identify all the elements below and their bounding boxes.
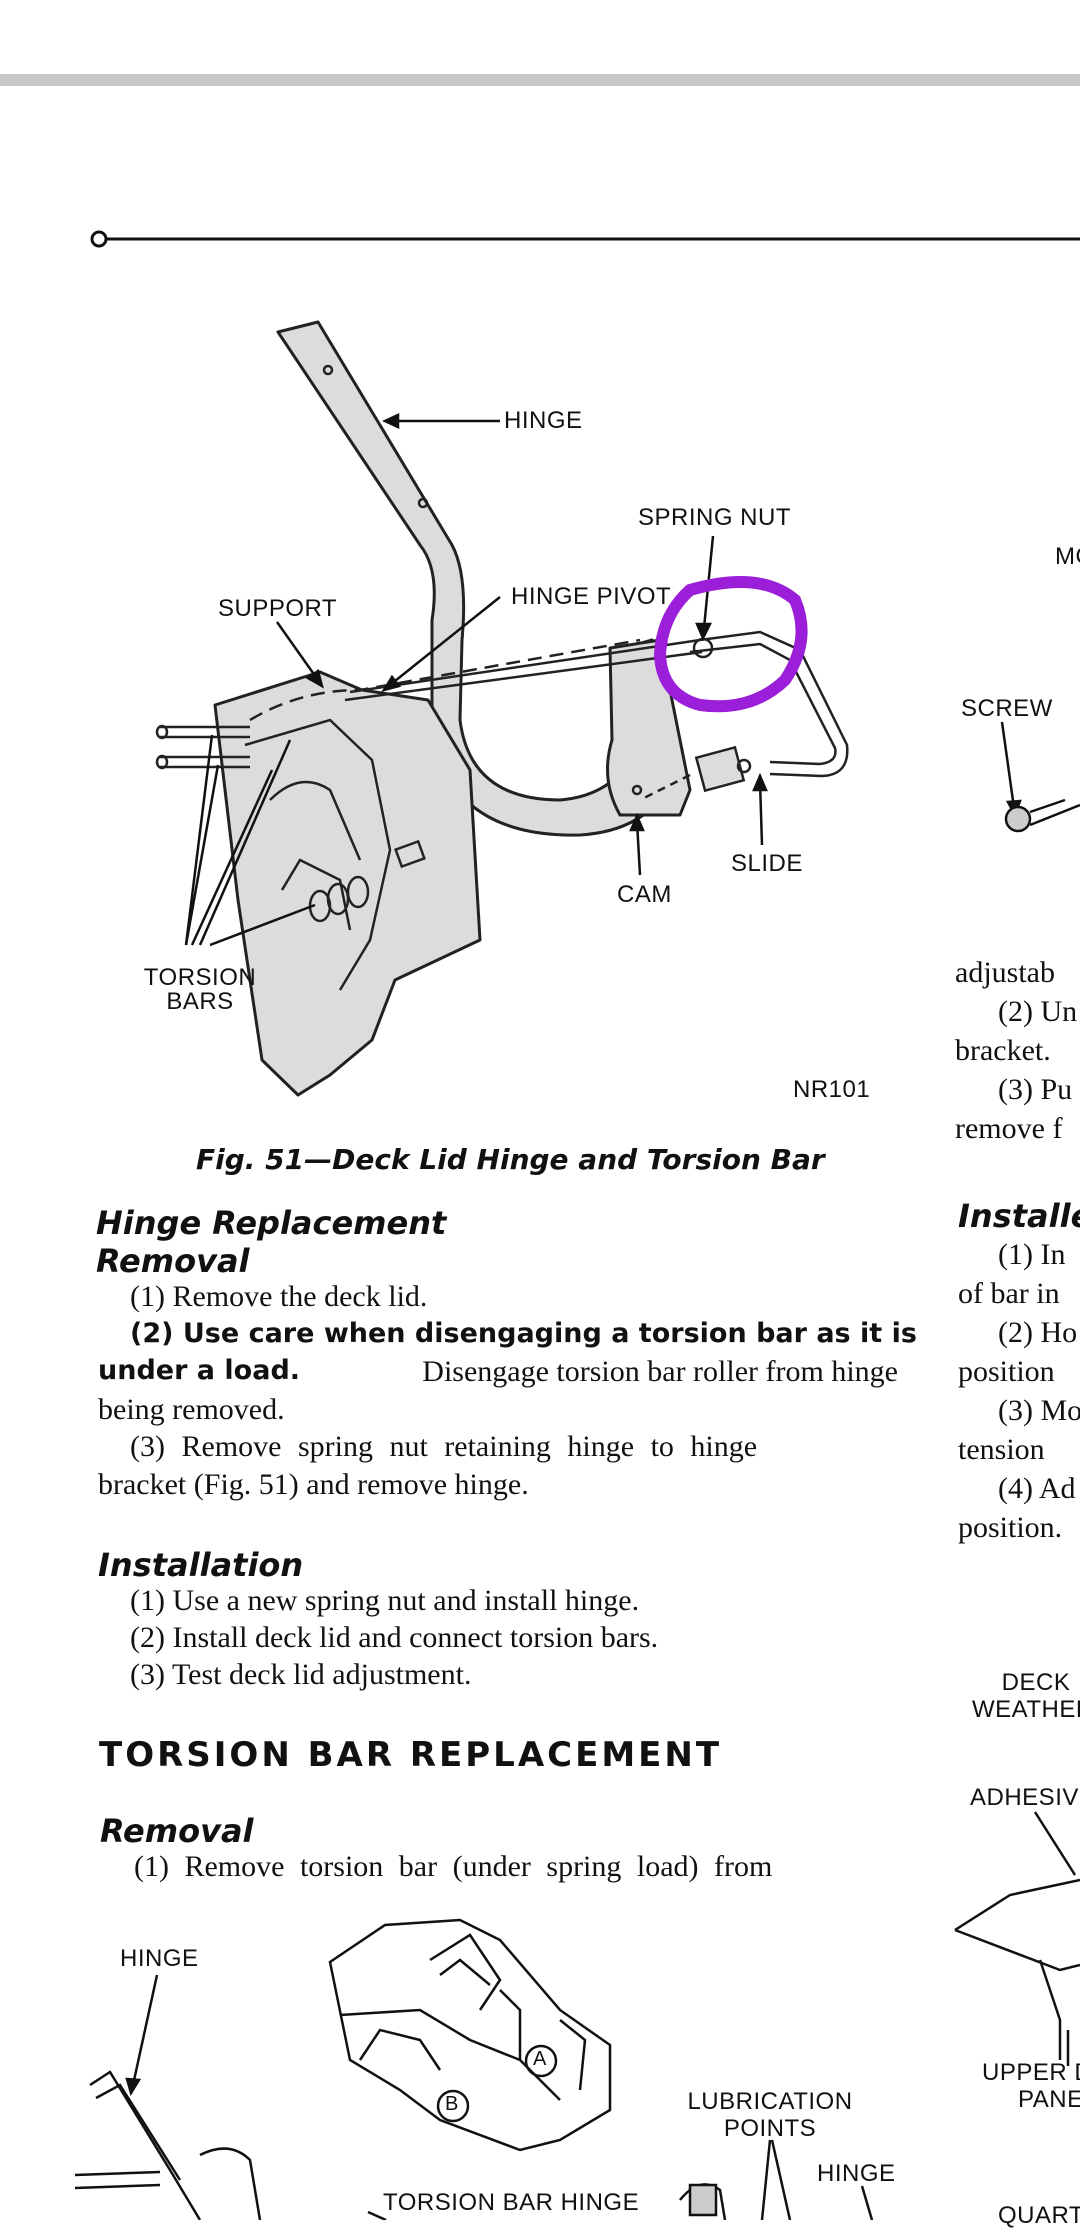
label-hinge: HINGE [504,407,583,434]
leader-hinge-pivot [389,596,501,686]
label-mo-cut: MO [1055,543,1080,570]
label-torsion-bars-1: TORSION [143,964,257,991]
hinge-removal-step-1: (1) Remove the deck lid. [130,1280,428,1313]
cam-plate [606,638,692,817]
leader-torsion-1 [184,734,214,946]
figure-code: NR101 [793,1076,871,1103]
right-inst-7: (4) Ad [998,1472,1076,1505]
heading-hinge-replacement: Hinge Replacement [96,1204,447,1242]
label-slide: SLIDE [731,850,803,877]
installation-step-2: (2) Install deck lid and connect torsion… [130,1621,659,1654]
right-text-2: (2) Un [998,995,1078,1028]
step-2-text: Disengage torsion bar roller from hinge [422,1355,898,1388]
header-rule [90,230,1080,248]
right-label-weather: WEATHER [972,1696,1080,1723]
heading-torsion-removal: Removal [100,1812,254,1850]
leader-support [275,621,320,681]
label-support: SUPPORT [218,595,338,622]
label-screw: SCREW [961,695,1053,722]
installation-step-3: (3) Test deck lid adjustment. [130,1658,472,1691]
step-2-bold-end: under a load. [98,1355,301,1386]
hinge-removal-step-2-bold: (2) Use care when disengaging a torsion … [130,1318,917,1349]
label-spring-nut: SPRING NUT [638,504,792,531]
hinge-removal-step-2-line-3: being removed. [98,1393,285,1426]
right-label-panel: PANE [1018,2086,1080,2113]
annotation-circle [653,576,808,713]
right-text-4: (3) Pu [998,1073,1073,1106]
label-torsion-bars-2: BARS [166,988,234,1015]
leader-slide [758,781,764,846]
bottom-label-torsion-bar-hinge: TORSION BAR HINGE [383,2189,640,2216]
right-inst-6: tension [958,1433,1045,1466]
right-inst-5: (3) Mo [998,1394,1080,1427]
bottom-callout-b: B [445,2093,459,2115]
bottom-label-lubrication-1: LUBRICATION [687,2088,853,2115]
installation-step-1: (1) Use a new spring nut and install hin… [130,1584,640,1617]
bottom-callout-a: A [533,2048,547,2070]
heading-removal: Removal [96,1242,250,1280]
torsion-removal-step-1: (1) Remove torsion bar (under spring loa… [134,1850,773,1883]
label-cam: CAM [617,881,672,908]
viewer-top-bar [0,74,1080,86]
right-inst-3: (2) Ho [998,1316,1078,1349]
right-inst-4: position [958,1355,1055,1388]
hinge-removal-step-2-line-2: under a load. Disengage torsion bar roll… [98,1357,898,1387]
right-label-adhesive: ADHESIV [970,1784,1079,1811]
right-inst-2: of bar in [958,1277,1060,1310]
right-heading-installation: Installe [958,1197,1080,1235]
right-label-upper: UPPER D [982,2059,1080,2086]
bottom-label-lubrication-2: POINTS [723,2115,817,2142]
hinge-removal-step-3-line-2: bracket (Fig. 51) and remove hinge. [98,1468,529,1501]
hinge-removal-step-3: (3) Remove spring nut retaining hinge to… [130,1430,758,1463]
right-inst-8: position. [958,1511,1063,1544]
right-inst-1: (1) In [998,1238,1066,1271]
bottom-label-hinge-right: HINGE [817,2160,896,2187]
label-hinge-pivot: HINGE PIVOT [511,583,672,610]
right-text-1: adjustab [955,956,1055,989]
figure-51-caption: Fig. 51—Deck Lid Hinge and Torsion Bar [196,1143,825,1176]
right-text-3: bracket. [955,1034,1051,1067]
heading-installation: Installation [98,1546,304,1584]
right-label-deck: DECK [1001,1669,1071,1696]
right-text-5: remove f [955,1112,1063,1145]
bottom-label-hinge: HINGE [120,1945,199,1972]
heading-torsion-bar-replacement: TORSION BAR REPLACEMENT [99,1735,723,1775]
